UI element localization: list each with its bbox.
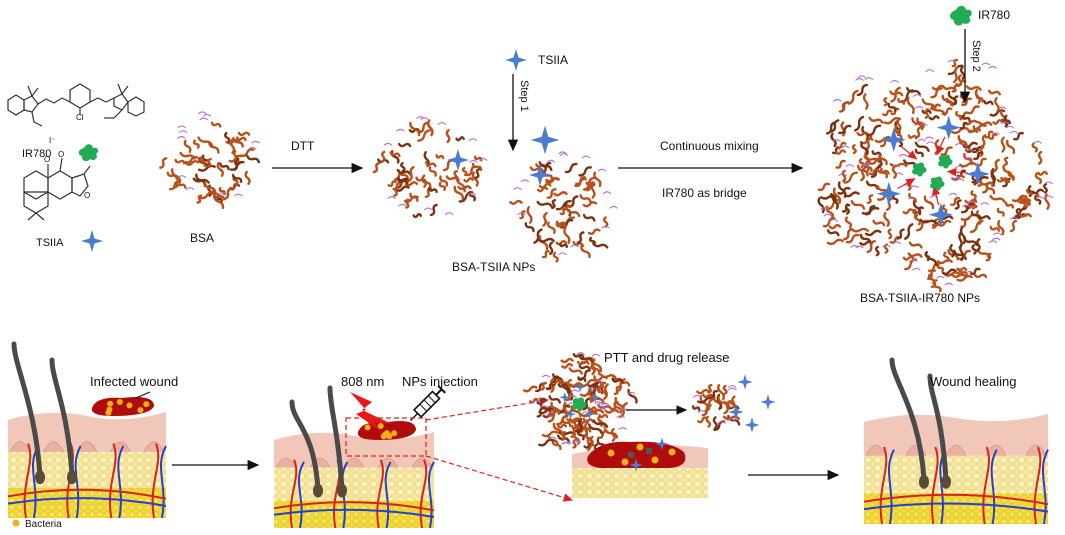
laser-lightning-icon [350,392,392,432]
infected-skin-panel [7,341,167,519]
tsiia-reagent-star-icon [505,49,527,71]
chloride-atom-label: Cl [76,113,84,122]
bacteria-legend-dot [12,519,20,527]
step2-label: Step 2 [970,40,982,72]
ir780-structure [7,83,145,127]
ir780-bridge-label: IR780 as bridge [662,186,747,200]
oxygen-atom-label-1: O [44,155,50,164]
continuous-mixing-label: Continuous mixing [660,139,759,153]
wound-healing-label: Wound healing [930,374,1017,389]
ir780-reagent-label: IR780 [978,8,1010,22]
zoom-line-top [425,397,550,421]
iodide-label: I⁻ [49,136,55,145]
zoom-selection-box [345,417,427,457]
infected-wound-leader-line [135,391,151,399]
oxygen-atom-label-3: O [84,191,90,200]
oxygen-atom-label-2: O [58,150,64,159]
injection-label: NPs injection [402,374,478,389]
step1-label: Step 1 [518,80,530,112]
tsiia-legend-star-icon [81,230,103,252]
infected-wound-label: Infected wound [90,374,178,389]
released-protein-icon [692,383,741,431]
tsiia-structure [23,157,91,221]
final-np-label: BSA-TSIIA-IR780 NPs [860,291,980,305]
final-nanoparticle-icon [817,58,1054,293]
dtt-label: DTT [291,139,315,153]
bsa-protein-icon [159,111,261,209]
ir780-legend-icon [78,144,99,162]
healed-skin-panel [863,357,1049,525]
ptt-nanoparticle-icon [522,352,638,457]
tsiia-reagent-label: TSIIA [538,53,568,67]
laser-wavelength-label: 808 nm [341,374,384,389]
bsa-tsiia-protein-icon-2 [509,151,618,263]
zoom-line-bottom [425,455,574,502]
bsa-tsiia-nps-label: BSA-TSIIA NPs [452,260,535,274]
tsiia-label: TSIIA [36,237,64,249]
bsa-tsiia-protein-icon-1 [372,116,488,219]
ptt-drug-release-label: PTT and drug release [604,350,730,365]
bsa-label: BSA [190,231,214,245]
ir780-label: IR780 [22,148,51,160]
tsiia-loading-star-icon [530,125,560,155]
bacteria-label: Bacteria [25,519,62,530]
syringe-icon [410,385,446,421]
injection-skin-panel [273,385,435,529]
zoomed-wound-contents [607,437,676,472]
ir780-reagent-icon [950,5,972,26]
